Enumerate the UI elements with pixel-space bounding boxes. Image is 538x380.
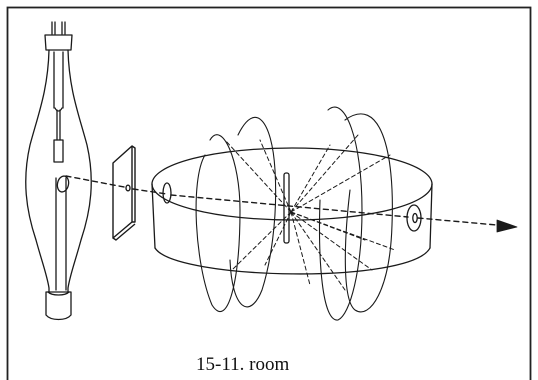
cylindrical-camera (151, 147, 433, 275)
tube-base (45, 291, 72, 321)
figure-frame (6, 6, 532, 380)
diffraction-cones (195, 106, 396, 321)
camera-bottom-rim (154, 247, 431, 275)
x-ray-tube (25, 21, 92, 321)
tube-pin-right (61, 21, 66, 35)
sample-rod (283, 172, 290, 244)
tube-cap (44, 34, 73, 51)
diffracted-rays (224, 134, 396, 291)
cone-ellipse-2 (229, 116, 277, 308)
figure-caption: 15-11. room (196, 354, 290, 375)
cone-ellipse-3 (318, 106, 363, 321)
tube-inner-stem (53, 51, 64, 109)
dashed-x-ray-beam (65, 175, 509, 227)
anode-face (56, 175, 70, 193)
collimator-slit (112, 145, 136, 241)
cone-ellipse-4 (344, 113, 393, 313)
tube-cathode (53, 139, 64, 163)
camera-top-rim (151, 147, 433, 221)
tube-pin-left (51, 21, 56, 35)
camera-left-wall (151, 183, 156, 249)
beam-arrow-icon (496, 219, 518, 233)
tube-envelope (25, 49, 92, 293)
tube-anode (55, 177, 67, 291)
slit-hole (125, 184, 131, 192)
camera-right-wall (429, 183, 433, 249)
cone-ellipse-1 (195, 134, 241, 312)
